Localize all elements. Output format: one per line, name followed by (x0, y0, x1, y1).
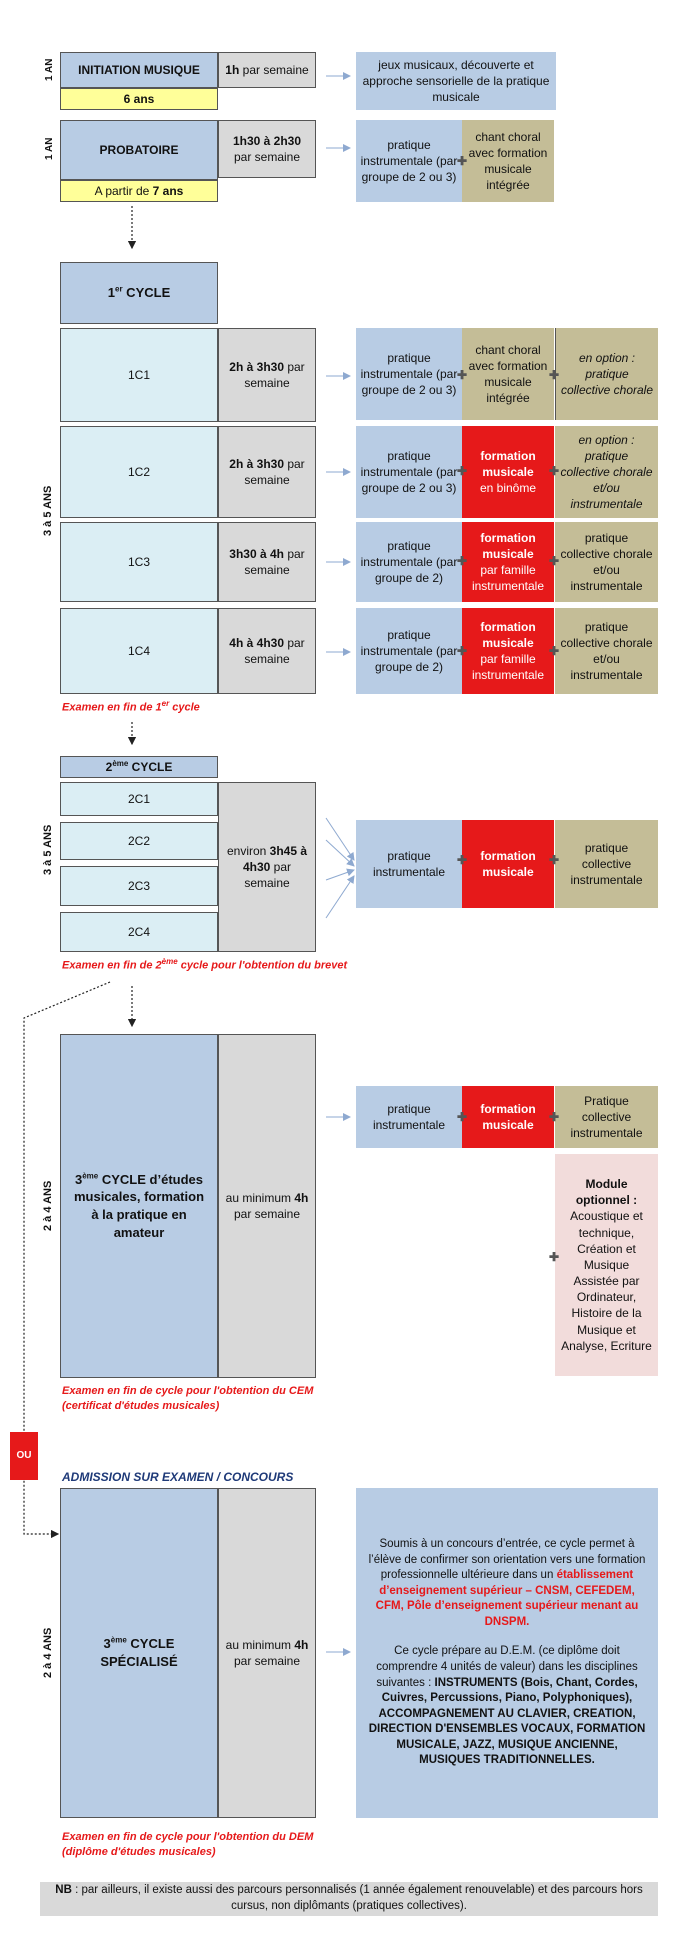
cycle-spec-duration: 2 à 4 ANS (42, 1627, 54, 1679)
cycle1-row-name: 1C2 (60, 426, 218, 518)
cycle3-module-box: Module optionnel : Acoustique et techniq… (555, 1154, 658, 1376)
cycle1-row-hours: 4h à 4h30 par semaine (218, 608, 316, 694)
plus-icon: ✚ (549, 853, 560, 867)
cycle-spec-description: Soumis à un concours d’entrée, ce cycle … (356, 1488, 658, 1818)
cycle1-practice-box: pratique instrumentale (par groupe de 2) (356, 522, 462, 602)
cycle-spec-exam-note: Examen en fin de cycle pour l'obtention … (62, 1831, 314, 1859)
cycle1-row-hours: 3h30 à 4h par semaine (218, 522, 316, 602)
cycle3-hours: au minimum 4h par semaine (218, 1034, 316, 1378)
footnote: NB : par ailleurs, il existe aussi des p… (40, 1882, 658, 1916)
cycle2-practice-box: pratique instrumentale (356, 820, 462, 908)
cycle2-row-name: 2C4 (60, 912, 218, 952)
plus-icon: ✚ (457, 853, 468, 867)
initiation-title: INITIATION MUSIQUE (60, 52, 218, 88)
cycle3-exam-note: Examen en fin de cycle pour l'obtention … (62, 1385, 314, 1413)
cycle2-exam-note: Examen en fin de 2ème cycle pour l'obten… (62, 957, 348, 972)
cycle-spec-hours: au minimum 4h par semaine (218, 1488, 316, 1818)
cycle3-duration: 2 à 4 ANS (42, 1180, 54, 1232)
cycle3-title: 3ème CYCLE d’études musicales, formation… (60, 1034, 218, 1378)
cycle3-formation-box: formation musicale (462, 1086, 554, 1148)
cycle1-duration: 3 à 5 ANS (42, 485, 54, 537)
plus-icon: ✚ (457, 154, 468, 168)
probatoire-title: PROBATOIRE (60, 120, 218, 180)
probatoire-choir-box: chant choral avec formation musicale int… (462, 120, 554, 202)
admission-heading: ADMISSION SUR EXAMEN / CONCOURS (62, 1470, 294, 1484)
duration-label: 1 AN (44, 137, 55, 161)
cycle2-row-name: 2C2 (60, 822, 218, 860)
cycle1-practice-box: pratique instrumentale (par groupe de 2 … (356, 328, 462, 420)
probatoire-hours: 1h30 à 2h30 par semaine (218, 120, 316, 178)
cycle2-row-name: 2C1 (60, 782, 218, 816)
initiation-description: jeux musicaux, découverte et approche se… (356, 52, 556, 110)
probatoire-age: A partir de 7 ans (60, 180, 218, 202)
cycle2-formation-box: formation musicale (462, 820, 554, 908)
cycle1-option-box: en option : pratique collective chorale (555, 328, 658, 420)
cycle1-option-box: pratique collective chorale et/ou instru… (555, 522, 658, 602)
cycle2-row-name: 2C3 (60, 866, 218, 906)
cycle2-collective-box: pratique collective instrumentale (555, 820, 658, 908)
cycle1-exam-note: Examen en fin de 1er cycle (62, 699, 200, 714)
cycle1-practice-box: pratique instrumentale (par groupe de 2) (356, 608, 462, 694)
cycle1-row-name: 1C4 (60, 608, 218, 694)
initiation-age: 6 ans (60, 88, 218, 110)
cycle1-title: 1er CYCLE (60, 262, 218, 324)
cycle1-option-box: en option : pratique collective chorale … (555, 426, 658, 518)
cycle3-practice-box: pratique instrumentale (356, 1086, 462, 1148)
initiation-hours: 1h par semaine (218, 52, 316, 88)
probatoire-practice-box: pratique instrumentale (par groupe de 2 … (356, 120, 462, 202)
cycle1-practice-box: pratique instrumentale (par groupe de 2 … (356, 426, 462, 518)
cycle1-choir-box: chant choral avec formation musicale int… (462, 328, 554, 420)
cycle1-row-hours: 2h à 3h30 par semaine (218, 426, 316, 518)
plus-icon: ✚ (549, 1110, 560, 1124)
cycle3-collective-box: Pratique collective instrumentale (555, 1086, 658, 1148)
cycle2-duration: 3 à 5 ANS (42, 824, 54, 876)
duration-label: 1 AN (44, 58, 55, 82)
plus-icon: ✚ (549, 464, 560, 478)
plus-icon: ✚ (457, 368, 468, 382)
cycle2-title: 2ème CYCLE (60, 756, 218, 778)
plus-icon: ✚ (457, 464, 468, 478)
cycle1-row-name: 1C1 (60, 328, 218, 422)
plus-icon: ✚ (457, 644, 468, 658)
cycle1-row-hours: 2h à 3h30 par semaine (218, 328, 316, 422)
plus-icon: ✚ (457, 554, 468, 568)
cycle1-row-name: 1C3 (60, 522, 218, 602)
cycle-spec-title: 3ème CYCLE SPÉCIALISÉ (60, 1488, 218, 1818)
plus-icon: ✚ (457, 1110, 468, 1124)
plus-icon: ✚ (549, 644, 560, 658)
plus-icon: ✚ (549, 368, 560, 382)
plus-icon: ✚ (549, 1250, 560, 1264)
cycle1-option-box: pratique collective chorale et/ou instru… (555, 608, 658, 694)
plus-icon: ✚ (549, 554, 560, 568)
or-badge: OU (10, 1432, 38, 1480)
cycle2-hours: environ 3h45 à 4h30 par semaine (218, 782, 316, 952)
